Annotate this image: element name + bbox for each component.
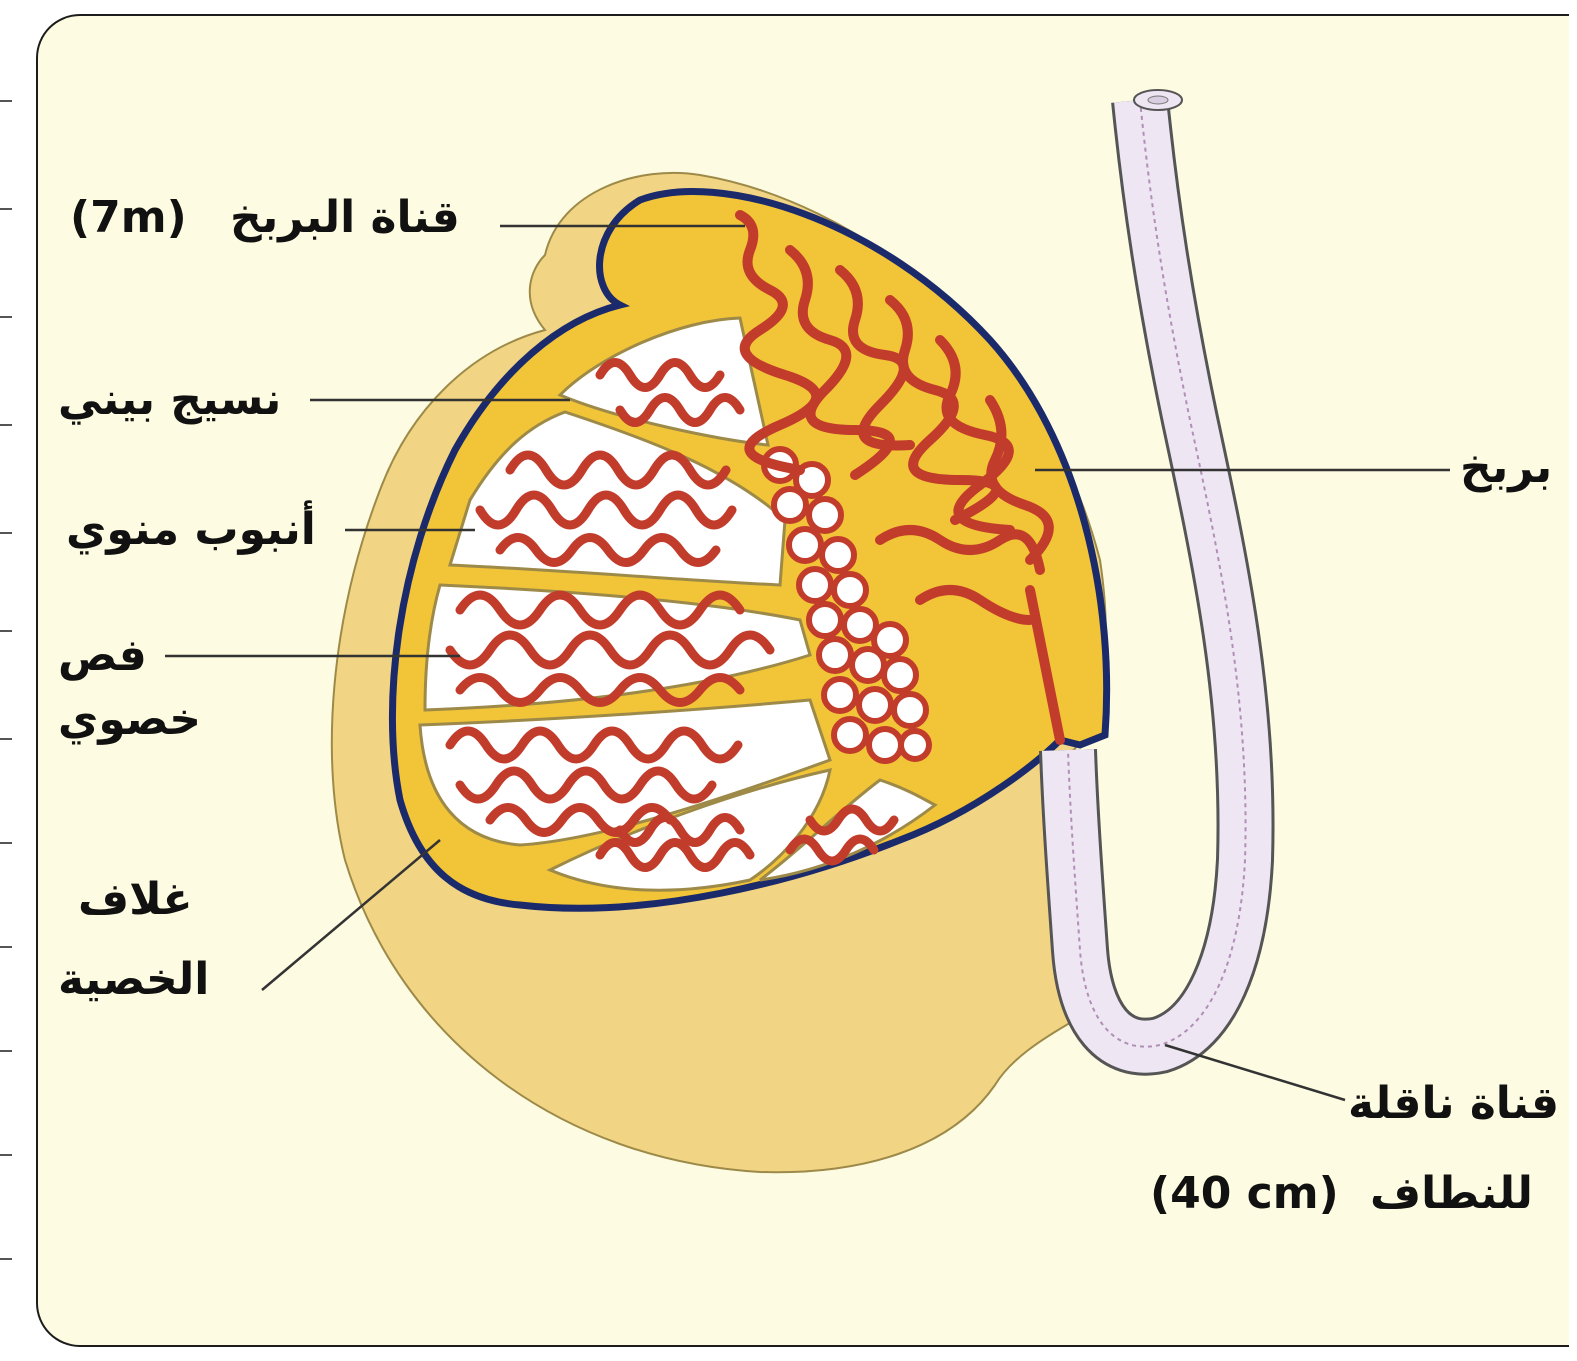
vas-deferens-label-2: للنطاف [1370,1172,1533,1216]
epididymis-duct-label: قناة البربخ [230,196,460,240]
tunica-label-2: الخصية [58,958,209,1002]
interstitial-tissue-label: نسيج بيني [58,378,281,422]
tunica-label-1: غلاف [78,878,193,922]
vas-deferens-length-label: (40 cm) [1150,1172,1339,1216]
vas-deferens-label-1: قناة ناقلة [1348,1082,1559,1126]
testicular-lobe-label-2: خصوي [58,698,201,742]
seminiferous-tubule-label: أنبوب منوي [66,508,316,552]
epididymis-label: بربخ [1460,446,1552,490]
epididymis-duct-length-label: (7m) [70,196,187,240]
testicular-lobe-label-1: فص [58,634,147,678]
